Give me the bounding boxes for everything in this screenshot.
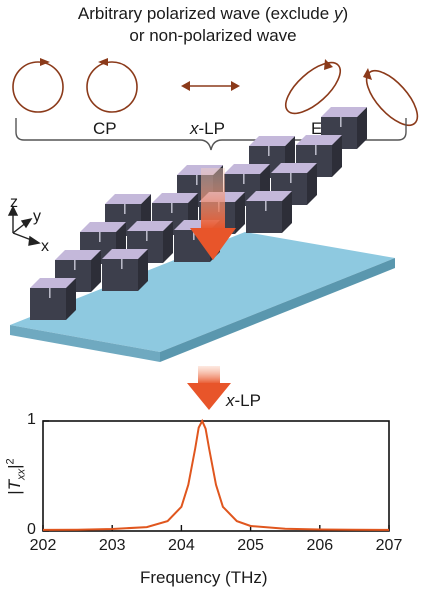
y-ticks: [43, 420, 49, 532]
cp-arrowhead-left: [40, 58, 50, 66]
output-lp-label: x-LP: [226, 391, 261, 410]
x-axis-title: Frequency (THz): [140, 568, 268, 587]
plot-frame: [42, 420, 390, 532]
title-line-2: or non-polarized wave: [129, 26, 297, 45]
series-line: [42, 418, 390, 531]
y-axis-label: y: [33, 208, 41, 225]
ep-arrowhead-right: [363, 68, 372, 80]
substrate: [10, 232, 395, 362]
cp-circle-right: [86, 61, 138, 113]
incident-beam-arrow: [190, 168, 236, 260]
y-tick-label: 1: [27, 411, 36, 428]
z-axis-label: z: [10, 194, 18, 211]
meta-atom-cube: [102, 249, 148, 291]
y-axis-title: |Txx|2: [4, 458, 28, 495]
coordinate-axes: [7, 205, 41, 246]
meta-atom-cube: [246, 191, 292, 233]
title-line-1: Arbitrary polarized wave (exclude y): [77, 4, 349, 23]
x-axis-label: x: [41, 238, 49, 255]
lp-arrowhead-right: [231, 81, 240, 91]
ep-arrowhead-left: [324, 59, 333, 70]
meta-atom-cube: [321, 107, 367, 149]
x-tick-label: 202: [29, 537, 57, 554]
ep-ellipse-left: [285, 61, 341, 115]
x-tick-label: 205: [237, 537, 264, 554]
x-tick-label: 204: [168, 537, 195, 554]
y-tick-label: 0: [27, 521, 36, 538]
lp-label: x-LP: [190, 119, 225, 138]
cp-label: CP: [93, 119, 117, 138]
lp-arrowhead-left: [181, 81, 190, 91]
cp-arrowhead-right: [98, 58, 108, 66]
x-tick-label: 207: [375, 537, 403, 554]
meta-atom-cube: [30, 278, 76, 320]
x-tick-label: 206: [306, 537, 334, 554]
cp-circle-left: [12, 61, 64, 113]
transmitted-beam-arrow: [187, 366, 231, 410]
bracket: [15, 118, 407, 151]
x-tick-label: 203: [98, 537, 126, 554]
cube-array: [30, 107, 367, 320]
